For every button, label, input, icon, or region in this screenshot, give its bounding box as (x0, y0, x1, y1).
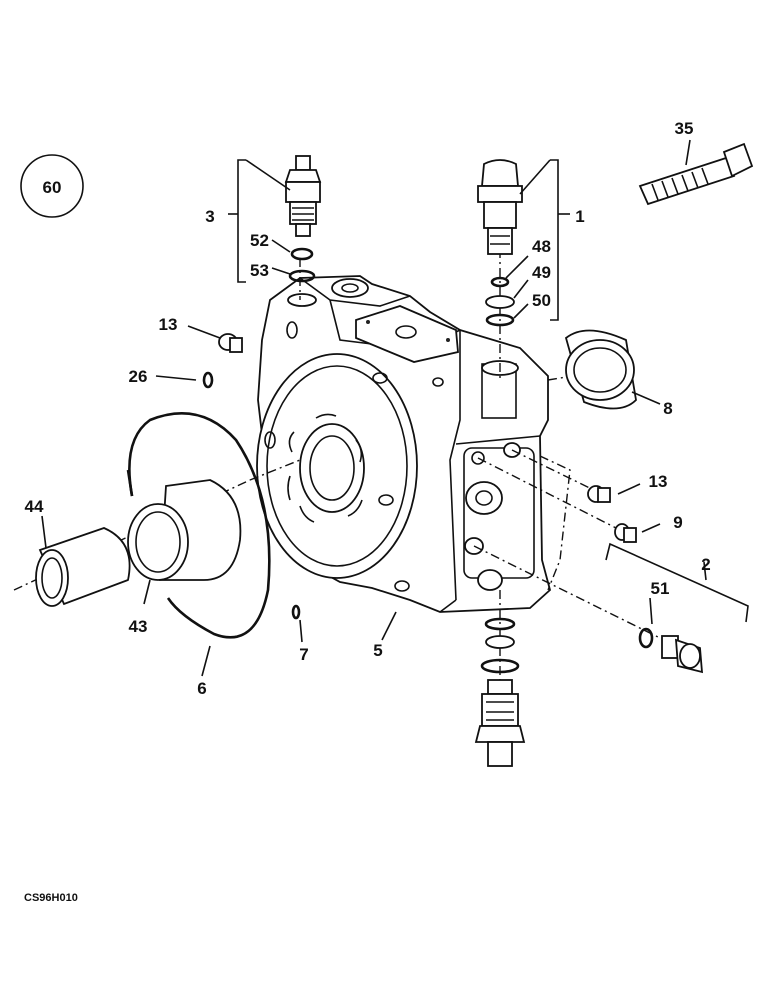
callout-52: 52 (250, 231, 269, 250)
callout-13-right: 9 (673, 513, 682, 532)
group-number: 60 (43, 178, 62, 197)
callout-49: 49 (532, 263, 551, 282)
fitting-part-2 (605, 542, 749, 674)
relief-valve-bottom (474, 617, 526, 767)
callout-7: 35 (675, 119, 694, 138)
callout-13-left: 13 (159, 315, 178, 334)
sleeve-part-43 (127, 479, 242, 605)
callout-3: 3 (205, 207, 214, 226)
relief-valve-part-1 (477, 159, 570, 327)
drawing-code: CS96H010 (24, 892, 78, 904)
callout-labels: 35 3 52 53 1 48 49 50 13 26 8 13 9 44 2 … (25, 119, 711, 698)
bushing-part-44 (35, 515, 131, 607)
callout-8: 7 (299, 645, 308, 664)
callout-50: 50 (532, 291, 551, 310)
relief-valve-part-3 (228, 155, 322, 283)
group-number-badge: 60 (20, 154, 84, 218)
pin-part-8 (291, 604, 303, 643)
bolt-part-7 (638, 139, 754, 206)
callout-5: 5 (373, 641, 382, 660)
callout-48: 48 (532, 237, 551, 256)
callout-35: 13 (649, 472, 668, 491)
callout-43: 43 (129, 617, 148, 636)
sleeve-part-6 (564, 329, 661, 410)
o-ring-part-9 (126, 412, 271, 677)
plug-part-35 (587, 483, 641, 503)
callout-51: 51 (651, 579, 670, 598)
callout-44: 44 (25, 497, 44, 516)
o-ring-part-26 (155, 371, 214, 389)
plug-part-13-left (187, 325, 243, 353)
callout-26: 26 (129, 367, 148, 386)
callout-53: 53 (250, 261, 269, 280)
pump-housing-part-5 (256, 275, 552, 641)
plug-part-13-right (614, 523, 661, 543)
callout-9: 6 (197, 679, 206, 698)
callout-2: 2 (701, 555, 710, 574)
callout-6: 8 (663, 399, 672, 418)
callout-1: 1 (575, 207, 584, 226)
